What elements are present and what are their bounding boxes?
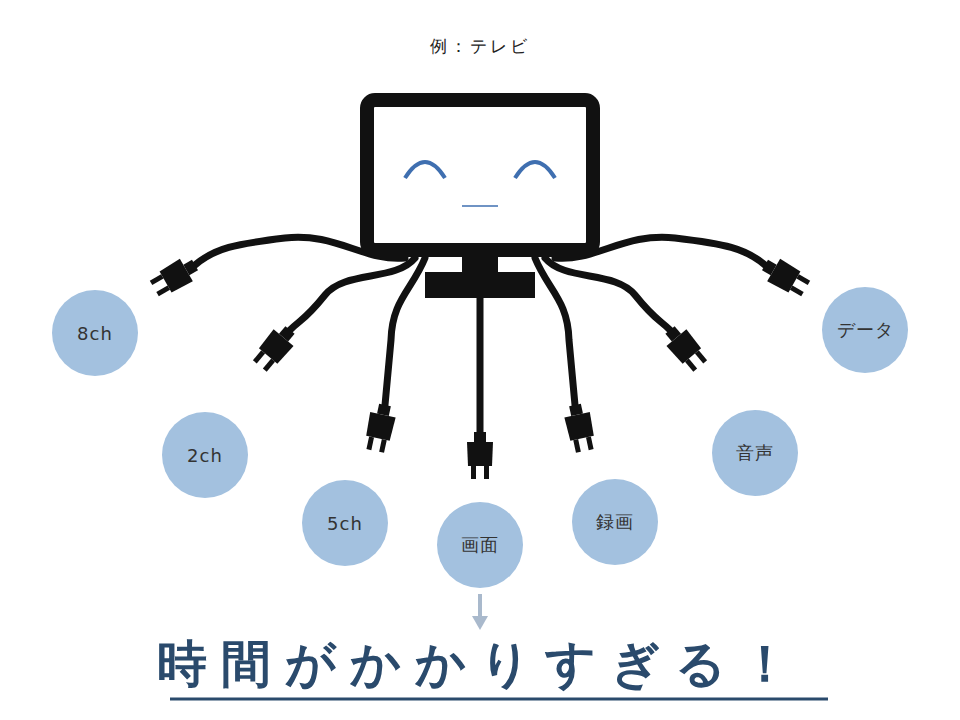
circle-label: データ: [837, 318, 894, 342]
circle-label: 8ch: [77, 323, 113, 344]
cords: [195, 237, 765, 432]
circle-label: 2ch: [187, 445, 223, 466]
topic-circle: 8ch: [52, 290, 138, 376]
tv-body: [367, 100, 593, 298]
circle-label: 録画: [596, 510, 634, 534]
caption-underline: [170, 698, 828, 701]
topic-circle: 音声: [712, 410, 798, 496]
circle-label: 画面: [461, 533, 499, 557]
topic-circle: 画面: [437, 502, 523, 588]
diagram-title: 例：テレビ: [430, 35, 530, 58]
circle-label: 5ch: [327, 513, 363, 534]
topic-circle: 録画: [572, 479, 658, 565]
circle-label: 音声: [736, 441, 774, 465]
topic-circle: データ: [822, 287, 908, 373]
diagram-caption: 時間がかかりすぎる！: [157, 631, 804, 698]
topic-circle: 2ch: [162, 412, 248, 498]
down-arrow: [472, 594, 488, 630]
topic-circle: 5ch: [302, 480, 388, 566]
